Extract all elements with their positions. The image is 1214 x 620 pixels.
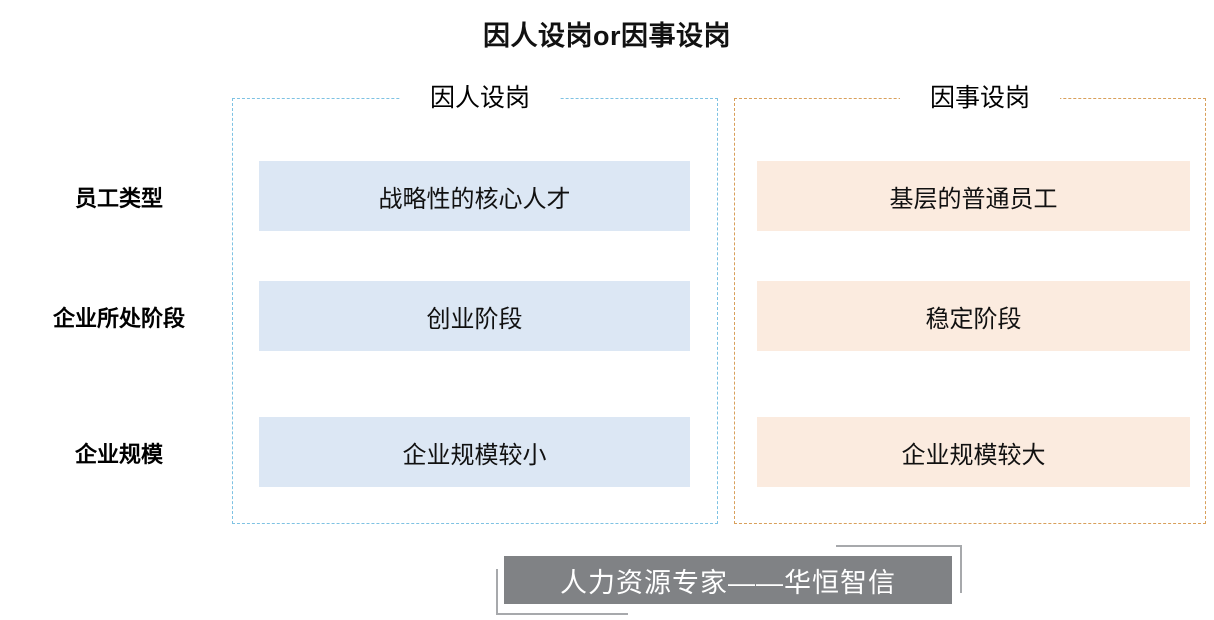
column-header-right: 因事设岗 bbox=[929, 84, 1030, 112]
column-header-left: 因人设岗 bbox=[429, 84, 530, 112]
row-label-company-scale: 企业规模 bbox=[74, 442, 163, 467]
footer-bracket-top-right bbox=[836, 545, 962, 593]
cell-right-company-stage: 稳定阶段 bbox=[757, 281, 1190, 351]
page-title: 因人设岗or因事设岗 bbox=[483, 21, 731, 51]
cell-left-employee-type: 战略性的核心人才 bbox=[259, 161, 690, 231]
cell-left-company-scale: 企业规模较小 bbox=[259, 417, 690, 487]
cell-left-company-stage: 创业阶段 bbox=[259, 281, 690, 351]
row-label-company-stage: 企业所处阶段 bbox=[52, 306, 185, 331]
cell-right-employee-type: 基层的普通员工 bbox=[757, 161, 1190, 231]
footer-bracket-bottom-left bbox=[496, 569, 628, 615]
footer-banner: 人力资源专家——华恒智信 bbox=[504, 556, 952, 604]
cell-right-company-scale: 企业规模较大 bbox=[757, 417, 1190, 487]
header-gap-mask-right bbox=[900, 92, 1060, 106]
header-gap-mask-left bbox=[400, 92, 560, 106]
row-label-employee-type: 员工类型 bbox=[74, 186, 163, 211]
